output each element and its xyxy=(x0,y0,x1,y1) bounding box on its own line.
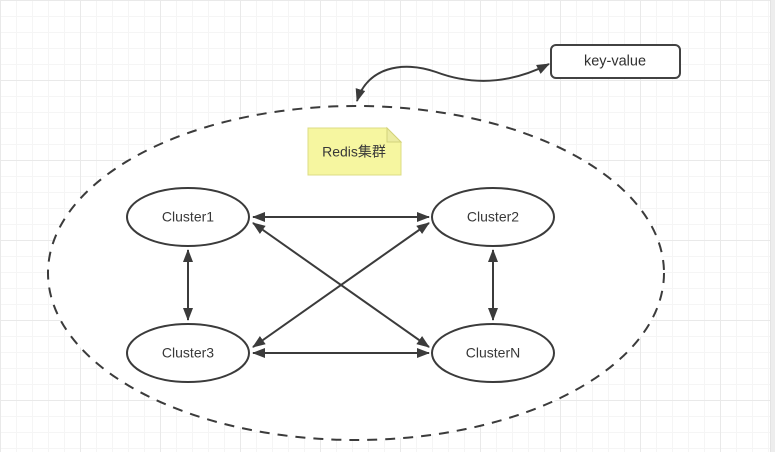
node-cluster2[interactable] xyxy=(431,187,555,247)
edge-cluster3-cluster2[interactable] xyxy=(252,222,430,348)
note-fold-corner xyxy=(386,126,403,143)
note-shape[interactable] xyxy=(307,126,403,176)
note-body xyxy=(307,127,402,176)
key-value-box[interactable] xyxy=(550,44,681,79)
node-cluster3[interactable] xyxy=(126,323,250,383)
canvas-right-edge xyxy=(770,0,775,452)
edge-group-keyvalue[interactable] xyxy=(355,63,550,102)
node-clusterN[interactable] xyxy=(431,323,555,383)
node-cluster1[interactable] xyxy=(126,187,250,247)
